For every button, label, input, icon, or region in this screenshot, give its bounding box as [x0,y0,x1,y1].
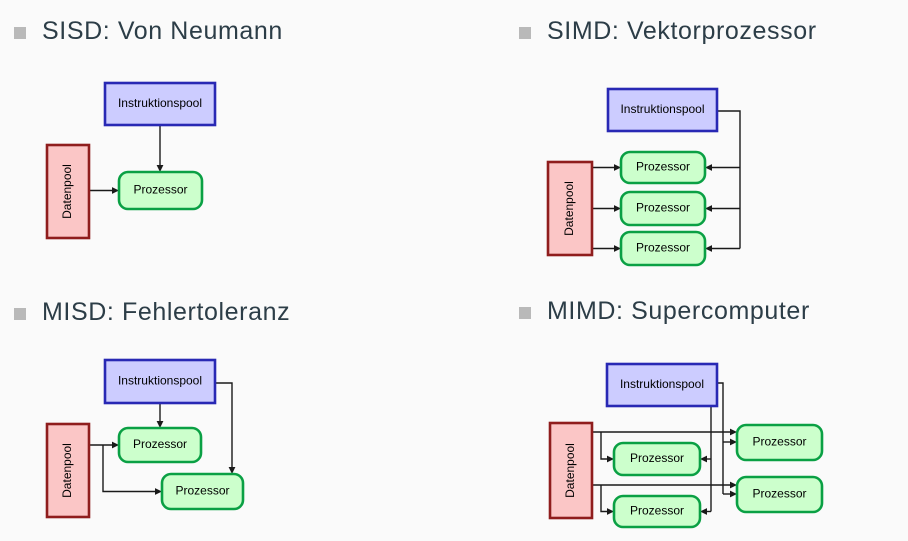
heading-misd: MISD: Fehlertoleranz [14,298,291,327]
arrowhead-icon [112,187,119,194]
processor-label: Prozessor [175,484,229,498]
mimd-diagram: Instruktionspool Datenpool Prozessor Pro… [548,362,824,529]
processor-label: Prozessor [636,241,690,255]
data-branch [600,432,608,460]
data-pool-label: Datenpool [562,181,576,236]
processor-box: Prozessor [117,170,204,211]
misd-diagram: Instruktionspool Datenpool Prozessor Pro… [45,358,245,519]
processor-label: Prozessor [133,437,187,451]
instruction-pool-label: Instruktionspool [620,102,704,116]
arrowhead-icon [155,488,162,495]
instruction-bus [717,382,724,494]
arrowhead-icon [730,428,737,436]
data-pool-label: Datenpool [60,443,74,498]
arrowhead-icon [730,481,737,489]
bullet-icon [519,307,531,319]
heading-sisd: SISD: Von Neumann [14,17,283,46]
data-pool-box: Datenpool [548,421,594,520]
processor-label: Prozessor [133,183,187,197]
processor-box: Prozessor [735,423,824,462]
processor-box: Prozessor [619,150,707,185]
heading-simd-text: SIMD: Vektorprozessor [547,17,817,45]
instruction-pool-box: Instruktionspool [103,81,217,127]
bullet-icon [14,27,26,39]
bullet-icon [519,27,531,39]
processor-box: Prozessor [735,475,824,514]
instruction-branch [215,382,233,468]
data-pool-label: Datenpool [60,164,74,219]
arrowhead-icon [700,508,707,515]
sisd-diagram: Instruktionspool Datenpool Prozessor [45,81,217,240]
data-branch [600,485,608,513]
heading-mimd-text: MIMD: Supercomputer [547,297,810,325]
heading-simd: SIMD: Vektorprozessor [519,17,817,46]
arrowhead-icon [614,245,621,252]
arrowhead-icon [705,205,712,212]
arrowhead-icon [112,441,119,449]
bullet-icon [14,308,26,320]
instruction-pool-label: Instruktionspool [118,374,202,388]
instruction-bus [717,110,741,249]
processor-label: Prozessor [752,435,806,449]
processor-label: Prozessor [630,451,684,465]
processor-label: Prozessor [636,160,690,174]
heading-sisd-text: SISD: Von Neumann [42,17,283,45]
processor-box: Prozessor [619,190,707,227]
arrowhead-icon [730,438,737,446]
processor-label: Prozessor [752,487,806,501]
instruction-pool-label: Instruktionspool [620,377,704,391]
arrowhead-icon [705,245,712,252]
processor-box: Prozessor [612,441,702,477]
processor-box: Prozessor [619,230,707,267]
arrowhead-icon [156,165,164,172]
data-branch [102,445,156,493]
data-pool-box: Datenpool [45,143,91,240]
simd-diagram: Instruktionspool Datenpool Prozessor Pro… [546,87,741,267]
processor-box: Prozessor [160,472,245,511]
data-pool-label: Datenpool [563,443,577,498]
processor-box: Prozessor [612,494,702,529]
arrowhead-icon [700,455,707,463]
processor-label: Prozessor [630,504,684,518]
data-pool-box: Datenpool [546,160,594,257]
arrowhead-icon [730,490,737,498]
processor-label: Prozessor [636,201,690,215]
instruction-pool-box: Instruktionspool [606,87,719,133]
arrowhead-icon [156,421,164,428]
data-pool-box: Datenpool [45,422,91,519]
heading-misd-text: MISD: Fehlertoleranz [42,298,291,326]
arrowhead-icon [705,164,712,171]
instruction-pool-box: Instruktionspool [605,362,719,408]
arrowhead-icon [614,164,621,171]
arrowhead-icon [607,508,614,515]
instruction-pool-label: Instruktionspool [118,96,202,110]
instruction-pool-box: Instruktionspool [103,358,217,405]
arrowhead-icon [607,455,614,463]
arrowhead-icon [614,205,621,212]
arrowhead-icon [228,467,236,474]
processor-box: Prozessor [117,426,203,464]
heading-mimd: MIMD: Supercomputer [519,297,810,326]
